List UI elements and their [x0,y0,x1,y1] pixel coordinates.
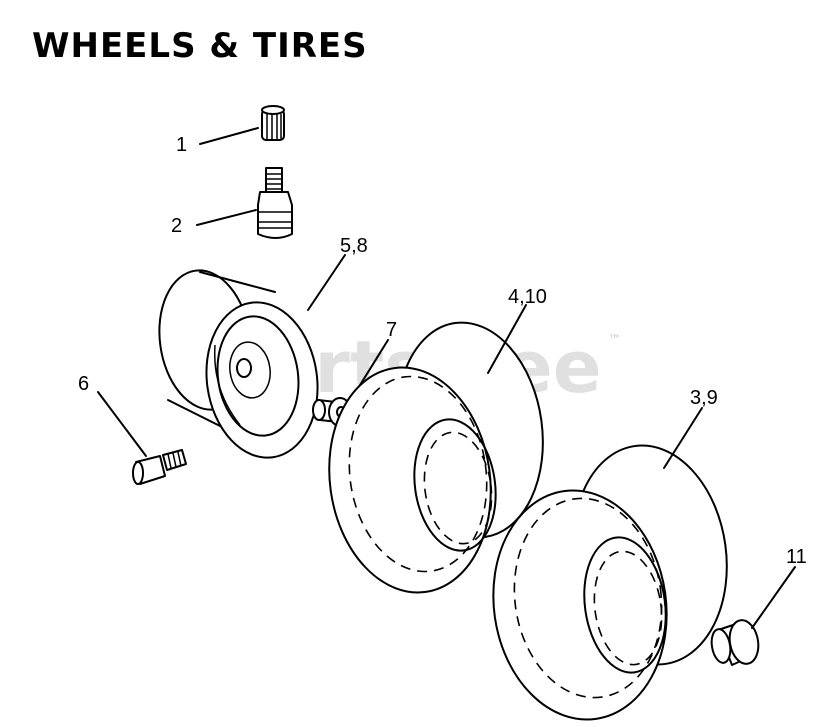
rim-part[interactable] [151,264,328,464]
callout-2[interactable]: 2 [171,215,182,237]
callout-3-9[interactable]: 3,9 [690,387,718,409]
tire-front-part[interactable] [315,313,556,603]
valve-cap-part[interactable] [261,105,285,141]
leader-line-2 [196,209,257,226]
grease-fitting-part[interactable] [132,449,187,485]
callout-6[interactable]: 6 [78,373,89,395]
leader-line-3-9 [663,407,703,469]
leader-line-6 [97,391,147,457]
valve-stem-part[interactable] [257,167,293,239]
tire-rear-part[interactable] [479,435,741,727]
leader-line-4-10 [487,304,527,374]
callout-11[interactable]: 11 [786,546,807,568]
cap-part[interactable] [709,618,761,666]
callout-5-8[interactable]: 5,8 [340,235,368,257]
leader-line-1 [199,127,259,145]
callout-4-10[interactable]: 4,10 [508,286,547,308]
callout-1[interactable]: 1 [176,134,187,156]
page-title: WHEELS & TIRES [32,26,368,66]
leader-line-11 [751,566,796,629]
leader-line-5-8 [307,254,346,311]
callout-7[interactable]: 7 [386,319,397,341]
watermark-trademark: ™ [608,333,621,348]
